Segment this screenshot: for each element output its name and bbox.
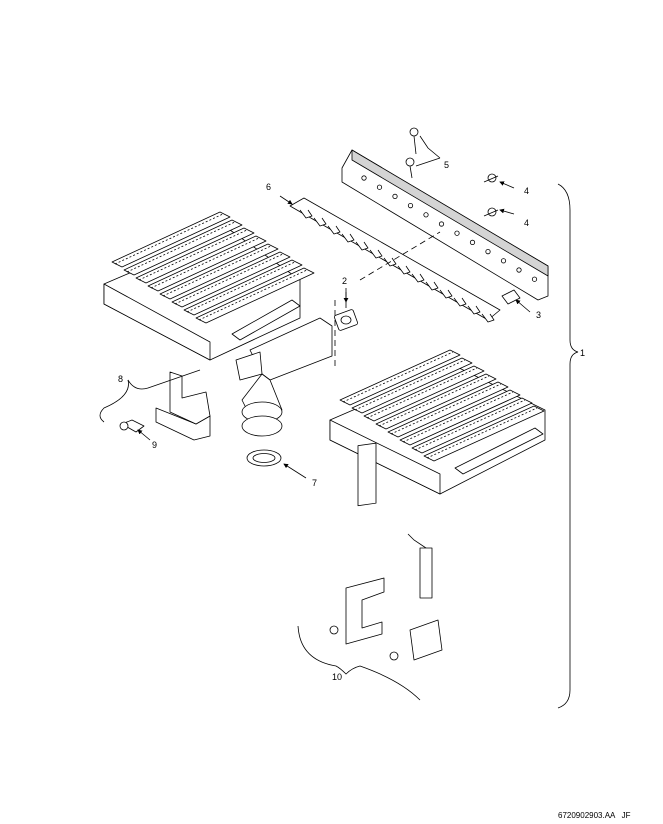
injector-3	[501, 289, 521, 305]
gasket-tooth	[439, 289, 453, 299]
callout-3: 3	[536, 310, 541, 320]
callout-5: 5	[444, 160, 449, 170]
gasket-tooth	[425, 281, 439, 291]
burner-rib	[387, 381, 509, 438]
gasket-tooth	[467, 305, 481, 315]
callout-7: 7	[312, 478, 317, 488]
rail-hole	[454, 230, 460, 236]
rail-hole	[407, 203, 414, 209]
callout-2: 2	[342, 276, 347, 286]
gasket-strip	[289, 197, 501, 323]
burner-rib-slots	[354, 359, 466, 411]
document-reference: 6720902903.AA JF	[558, 811, 631, 820]
burner-rib	[339, 349, 461, 406]
electrode-assembly	[329, 442, 443, 661]
screw-9	[119, 419, 145, 433]
burner-rib-slots	[390, 383, 502, 435]
burner-rib-slots	[366, 367, 478, 419]
burner-rib	[111, 211, 231, 268]
gasket-tooth	[313, 217, 327, 227]
gasket-tooth	[481, 313, 495, 323]
burner-rib	[171, 251, 291, 308]
burner-rib-slots	[378, 375, 490, 427]
burner-rib-slots	[342, 351, 454, 403]
burner-rib	[135, 227, 255, 284]
gasket-tooth	[299, 209, 313, 219]
gasket-tooth	[355, 241, 369, 251]
rail-hole	[438, 221, 445, 227]
screws-4	[483, 173, 499, 217]
burner-rib	[123, 219, 243, 276]
rail-hole	[531, 276, 538, 282]
gas-manifold	[235, 317, 333, 437]
burner-rib	[399, 389, 521, 446]
gasket-tooth	[369, 249, 383, 259]
burner-rib	[375, 373, 497, 430]
o-ring	[246, 449, 282, 467]
burner-rib-slots	[426, 407, 538, 459]
burner-rib	[159, 243, 279, 300]
rail-hole	[376, 184, 383, 190]
callout-8: 8	[118, 374, 123, 384]
rail-hole	[361, 175, 367, 181]
rail-hole	[516, 267, 522, 273]
injector-manifold-rail	[341, 149, 549, 301]
rail-hole	[392, 193, 398, 199]
rail-hole	[469, 239, 476, 245]
bracket	[155, 371, 211, 441]
gasket-tooth	[327, 225, 341, 235]
burner-rib-slots	[402, 391, 514, 443]
callout-4b: 4	[524, 218, 529, 228]
leader-lines	[99, 135, 579, 709]
callout-10: 10	[332, 672, 342, 682]
rail-hole	[500, 258, 507, 264]
burner-block-left	[103, 211, 315, 361]
callout-labels: 1 2 3 4 4 5 6 7 8 9 10	[118, 160, 585, 682]
gasket-tooth	[397, 265, 411, 275]
burner-rib-slots	[414, 399, 526, 451]
seal-gasket	[334, 309, 358, 331]
callout-1: 1	[580, 348, 585, 358]
burner-rib	[147, 235, 267, 292]
burner-rib	[423, 405, 545, 462]
burner-rib	[183, 259, 303, 316]
rail-hole	[485, 249, 491, 255]
burner-rib	[363, 365, 485, 422]
rail-hole	[423, 212, 429, 218]
callout-6: 6	[266, 182, 271, 192]
burner-block-right	[329, 349, 546, 495]
gasket-tooth	[411, 273, 425, 283]
callout-4a: 4	[524, 186, 529, 196]
burner-rib	[195, 267, 315, 324]
burner-rib	[351, 357, 473, 414]
gasket-tooth	[341, 233, 355, 243]
screws-5	[405, 127, 419, 179]
callout-9: 9	[152, 440, 157, 450]
gasket-tooth	[453, 297, 467, 307]
burner-rib	[411, 397, 533, 454]
